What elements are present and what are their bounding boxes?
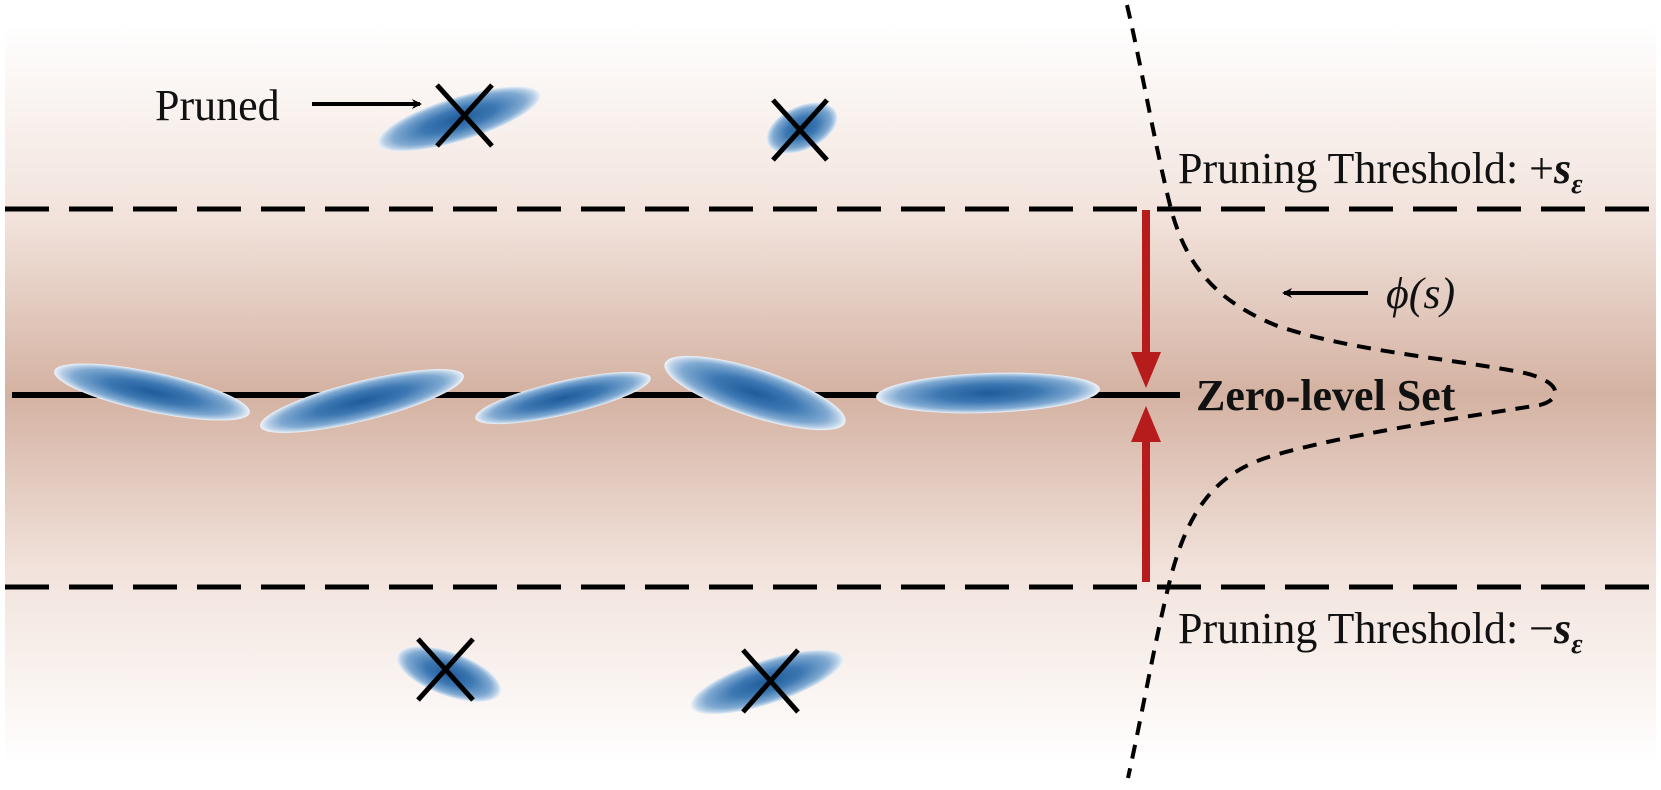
phi-curve	[1125, 4, 1558, 779]
surface-gaussians	[54, 355, 1100, 433]
cross-mark-icon	[741, 648, 800, 714]
cross-mark-icon	[435, 83, 494, 148]
gaussian-ellipse	[876, 372, 1100, 414]
upper-threshold-label: Pruning Threshold: +sε	[1178, 144, 1583, 200]
phi-label: ϕ(s)	[1386, 269, 1455, 318]
gaussian-ellipse	[54, 363, 250, 421]
gaussian-ellipse	[475, 371, 651, 425]
cross-mark-icon	[416, 637, 475, 702]
gaussian-ellipse	[664, 355, 846, 431]
red-arrow-up	[1131, 406, 1161, 582]
cross-mark-icon	[771, 98, 829, 162]
red-arrow-down	[1131, 210, 1161, 388]
lower-threshold-label: Pruning Threshold: −sε	[1178, 604, 1583, 660]
gaussian-ellipse	[260, 369, 464, 433]
pruned-label: Pruned	[155, 81, 280, 130]
pruned-gaussians	[377, 83, 844, 715]
zero-level-set-label: Zero-level Set	[1196, 371, 1456, 420]
